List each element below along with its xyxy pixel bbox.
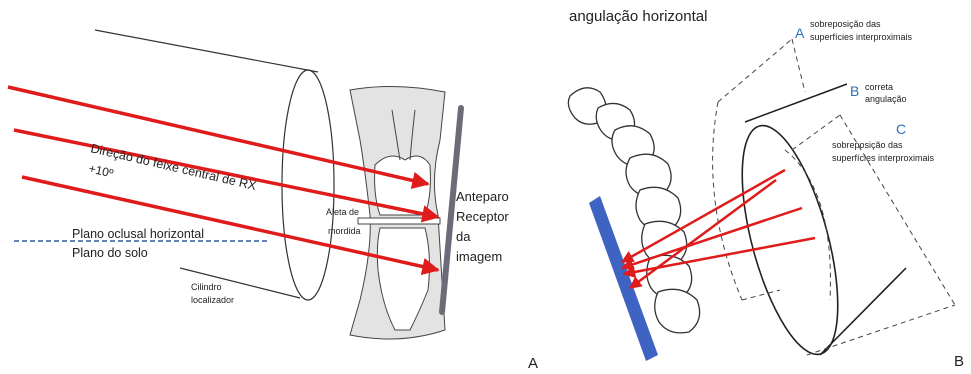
bite-wing-label-2: mordida (328, 226, 361, 236)
panel-a-letter: A (528, 355, 538, 372)
cylinder-label-2: localizador (191, 295, 234, 305)
cylinder-b (723, 84, 906, 364)
label-c-line2: superfícies interproximais (832, 153, 935, 163)
angle-label: +10º (87, 161, 115, 180)
shield-label-1: Anteparo (456, 189, 509, 204)
panel-b: angulação horizontal (568, 8, 964, 370)
shield-label-4: imagem (456, 249, 502, 264)
label-a-line1: sobreposição das (810, 19, 881, 29)
direction-label: Direção do feixe central de RX (89, 141, 258, 193)
shield-label-2: Receptor (456, 209, 509, 224)
occlusal-plane-label: Plano oclusal horizontal (72, 227, 204, 241)
tooth-bone-illustration (350, 86, 445, 339)
label-a-letter: A (795, 25, 805, 41)
cylinder-label-1: Cilindro (191, 282, 222, 292)
ground-plane-label: Plano do solo (72, 246, 148, 260)
shield-label-3: da (456, 229, 471, 244)
panel-a: Direção do feixe central de RX +10º Plan… (5, 30, 538, 372)
label-b-line1: correta (865, 82, 893, 92)
label-c-line1: sobreposição das (832, 140, 903, 150)
label-a-line2: superfícies interproximais (810, 32, 913, 42)
bite-wing-label-1: Aleta de (326, 207, 359, 217)
panel-b-title: angulação horizontal (569, 8, 707, 25)
bite-wing (358, 218, 440, 224)
label-b-line2: angulação (865, 94, 907, 104)
panel-b-letter: B (954, 353, 964, 370)
label-b-letter: B (850, 83, 859, 99)
dashed-cones (713, 39, 955, 355)
label-c-letter: C (896, 121, 906, 137)
